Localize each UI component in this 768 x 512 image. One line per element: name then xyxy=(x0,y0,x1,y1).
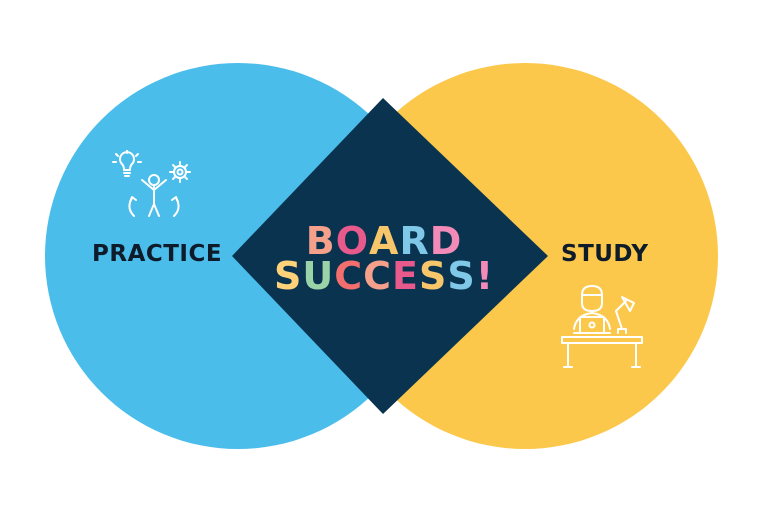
idea-person-gear-icon xyxy=(112,150,191,217)
student-desk-lamp-icon xyxy=(561,285,643,368)
title-letter: C xyxy=(363,254,392,298)
practice-label: PRACTICE xyxy=(92,241,223,267)
title-letter: D xyxy=(429,219,463,263)
center-title-line1: BOARD xyxy=(0,219,768,263)
title-letter: O xyxy=(335,219,370,263)
title-letter: S xyxy=(273,254,303,298)
title-letter: U xyxy=(302,254,335,298)
title-letter: A xyxy=(369,219,400,263)
study-label: STUDY xyxy=(561,241,649,267)
title-letter: R xyxy=(399,219,430,263)
title-letter: C xyxy=(334,254,364,298)
center-title-line2: SUCCESS! xyxy=(0,254,768,298)
title-letter: S xyxy=(447,254,476,298)
title-letter: E xyxy=(391,254,419,298)
overlap-diamond xyxy=(232,98,548,414)
title-letter: B xyxy=(305,219,336,263)
title-letter: S xyxy=(418,254,448,298)
title-letter: ! xyxy=(475,254,495,298)
